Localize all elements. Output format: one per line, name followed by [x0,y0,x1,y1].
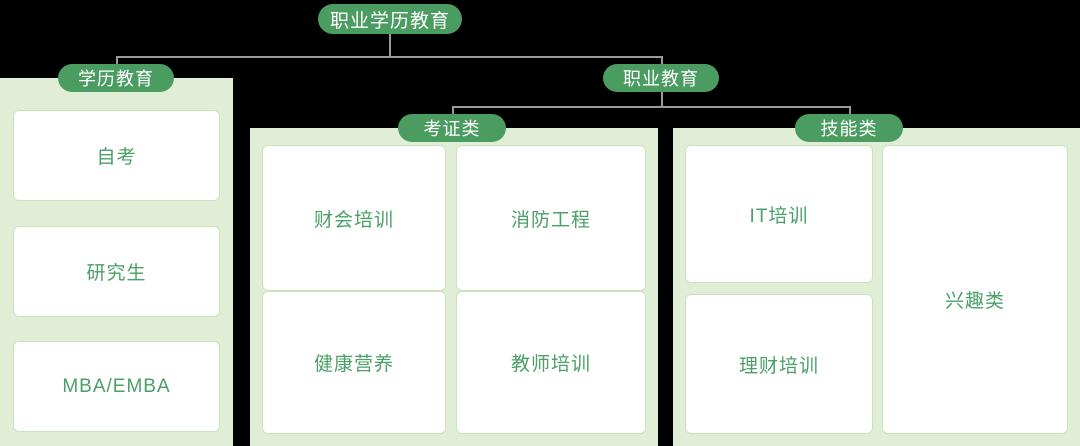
card-academic-0[interactable]: 自考 [13,110,220,201]
badge-academic-education[interactable]: 学历教育 [58,64,174,92]
connector-to-vocational [661,56,663,65]
card-academic-2[interactable]: MBA/EMBA [13,341,220,432]
badge-root[interactable]: 职业学历教育 [318,4,462,34]
connector-level1-bar [116,56,662,58]
card-label: 自考 [96,147,137,168]
card-skills-0[interactable]: IT培训 [685,145,873,283]
badge-skills[interactable]: 技能类 [795,114,903,142]
card-skills-1[interactable]: 理财培训 [685,294,873,434]
badge-label: 学历教育 [78,69,154,89]
connector-to-skills [849,106,851,115]
connector-root-stem [389,33,391,57]
card-academic-1[interactable]: 研究生 [13,226,220,317]
card-label: 教师培训 [510,354,591,375]
badge-label: 技能类 [820,119,878,139]
card-label: 理财培训 [738,355,819,377]
badge-certification[interactable]: 考证类 [398,114,506,142]
card-label: 消防工程 [510,209,591,231]
badge-vocational-education[interactable]: 职业教育 [603,64,719,92]
card-certification-3[interactable]: 教师培训 [456,291,646,434]
badge-label: 职业教育 [623,69,699,89]
badge-label: 考证类 [423,119,481,139]
badge-label: 职业学历教育 [329,10,450,32]
card-label: 兴趣类 [944,291,1005,312]
connector-to-academic [116,56,118,65]
connector-vocational-stem [661,92,663,107]
card-label: 财会培训 [313,209,394,231]
card-certification-1[interactable]: 消防工程 [456,145,646,291]
connector-level2-bar [452,106,850,108]
card-label: MBA/EMBA [62,375,171,397]
card-label: IT培训 [749,205,809,227]
card-skills-2[interactable]: 兴趣类 [882,145,1068,434]
connector-to-certification [452,106,454,115]
card-label: 研究生 [86,263,147,284]
card-label: 健康营养 [313,354,394,375]
card-certification-0[interactable]: 财会培训 [262,145,446,291]
card-certification-2[interactable]: 健康营养 [262,291,446,434]
